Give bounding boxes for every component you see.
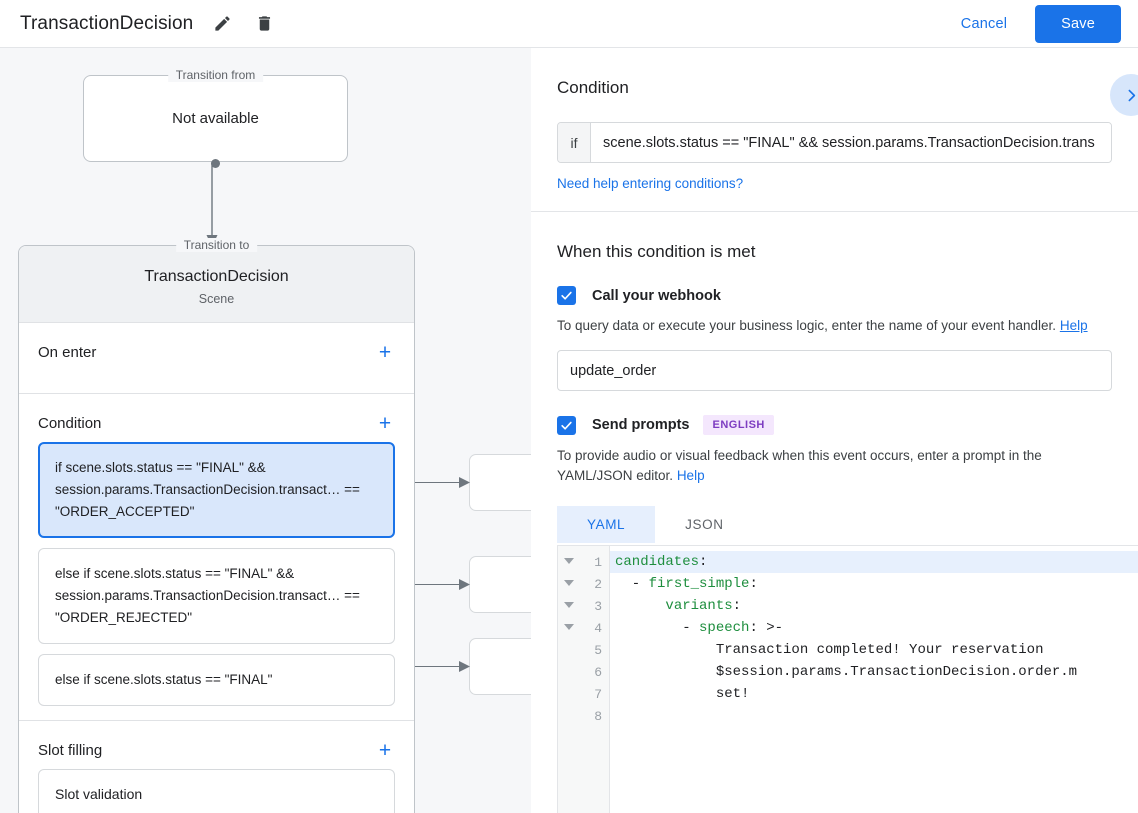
gutter-line-number: 5 [594,642,602,658]
call-webhook-label: Call your webhook [592,287,721,304]
add-on-enter-button[interactable]: + [378,340,392,364]
edge-line-1 [401,482,463,483]
code-line: - first_simple: [615,576,758,592]
check-icon [561,421,572,430]
webhook-checkbox-row: Call your webhook [557,286,1112,305]
check-icon [561,291,572,300]
top-app-bar: TransactionDecision Cancel Save [0,0,1138,48]
transition-from-connector-dot [211,159,220,168]
code-line: $session.params.TransactionDecision.orde… [615,664,1078,680]
webhook-help-link[interactable]: Help [1059,318,1088,333]
transition-to-legend: Transition to [175,238,258,252]
send-prompts-label: Send prompts [592,417,690,433]
target-node-1[interactable] [469,454,531,511]
condition-list-item[interactable]: if scene.slots.status == "FINAL" && sess… [38,442,395,538]
pencil-icon[interactable] [207,9,237,39]
scene-type: Scene [198,292,235,306]
editor-format-tabs: YAML JSON [557,506,1112,543]
transition-from-box: Transition from Not available [83,68,348,162]
edge-line-3 [401,666,463,667]
topbar-actions: Cancel Save [947,4,1138,43]
pencil-icon-glyph [215,16,230,31]
tab-yaml[interactable]: YAML [557,506,656,543]
when-met-heading: When this condition is met [557,242,756,261]
fold-triangle-icon[interactable] [564,580,574,586]
edge-arrow-1 [459,477,470,488]
gutter-line-number: 7 [594,686,602,702]
condition-heading: Condition [557,78,629,97]
transition-arrow-down [206,163,218,247]
trash-icon-glyph [258,16,270,31]
trash-icon[interactable] [249,9,279,39]
target-node-3[interactable] [469,638,531,695]
code-line: candidates: [610,551,1138,573]
condition-if-prefix: if [558,123,591,162]
webhook-description: To query data or execute your business l… [557,316,1112,336]
section-title-on-enter: On enter [38,343,97,361]
scene-card-header: TransactionDecision Scene [19,246,414,323]
fold-triangle-icon[interactable] [564,558,574,564]
section-condition: Condition + if scene.slots.status == "FI… [19,394,414,721]
target-node-2[interactable] [469,556,531,613]
slot-validation-item[interactable]: Slot validation [38,769,395,813]
send-prompts-checkbox[interactable] [557,415,576,435]
webhook-handler-input[interactable] [557,350,1112,391]
condition-list-item[interactable]: else if scene.slots.status == "FINAL" [38,654,395,706]
call-webhook-checkbox[interactable] [557,286,576,305]
gutter-line-number: 6 [594,664,602,680]
scene-graph-pane: Transition from Not available Transition… [0,48,531,813]
add-slot-filling-button[interactable]: + [378,738,392,762]
code-line: set! [615,686,750,702]
chevron-right-icon-glyph [1128,89,1135,101]
save-button[interactable]: Save [1035,4,1121,43]
gutter-line-number: 4 [558,617,609,639]
condition-input-row[interactable]: if [557,122,1112,163]
gutter-line-number: 3 [558,595,609,617]
scene-card: Transition to TransactionDecision Scene … [18,238,415,813]
when-condition-met-panel: When this condition is met Call your web… [531,212,1138,549]
language-badge: ENGLISH [703,415,774,435]
edge-line-2 [401,584,463,585]
gutter-line-number: 1 [558,551,609,573]
editor-code-area[interactable]: candidates: - first_simple: variants: - … [610,546,1138,813]
fold-triangle-icon[interactable] [564,602,574,608]
edge-arrow-3 [459,661,470,672]
code-line [610,705,1138,727]
page-title: TransactionDecision [20,12,194,34]
section-on-enter: On enter + [19,323,414,394]
webhook-description-text: To query data or execute your business l… [557,318,1057,333]
condition-panel: Condition if Need help entering conditio… [531,48,1138,212]
prompts-description-text: To provide audio or visual feedback when… [557,448,1042,483]
section-title-condition: Condition [38,414,102,432]
gutter-line-number: 8 [594,708,602,724]
section-title-slot-filling: Slot filling [38,741,103,759]
edge-arrow-2 [459,579,470,590]
prompts-checkbox-row: Send prompts ENGLISH [557,415,1112,435]
add-condition-button[interactable]: + [378,411,392,435]
condition-expression-input[interactable] [591,123,1111,162]
transition-from-legend: Transition from [167,68,264,82]
code-line: - speech: >- [615,620,784,636]
fold-triangle-icon[interactable] [564,624,574,630]
scene-name: TransactionDecision [144,268,289,285]
chevron-right-icon[interactable] [1110,74,1138,116]
prompts-description: To provide audio or visual feedback when… [557,446,1112,486]
prompts-help-link[interactable]: Help [676,468,705,483]
transition-from-value: Not available [172,110,259,127]
tab-json[interactable]: JSON [685,517,724,532]
gutter-line-number: 2 [558,573,609,595]
code-line: variants: [665,598,742,614]
condition-help-link[interactable]: Need help entering conditions? [557,176,744,191]
condition-list-item[interactable]: else if scene.slots.status == "FINAL" &&… [38,548,395,644]
code-line: Transaction completed! Your reservation [615,642,1044,658]
section-slot-filling: Slot filling + Slot validation [19,721,414,813]
cancel-button[interactable]: Cancel [947,7,1021,41]
